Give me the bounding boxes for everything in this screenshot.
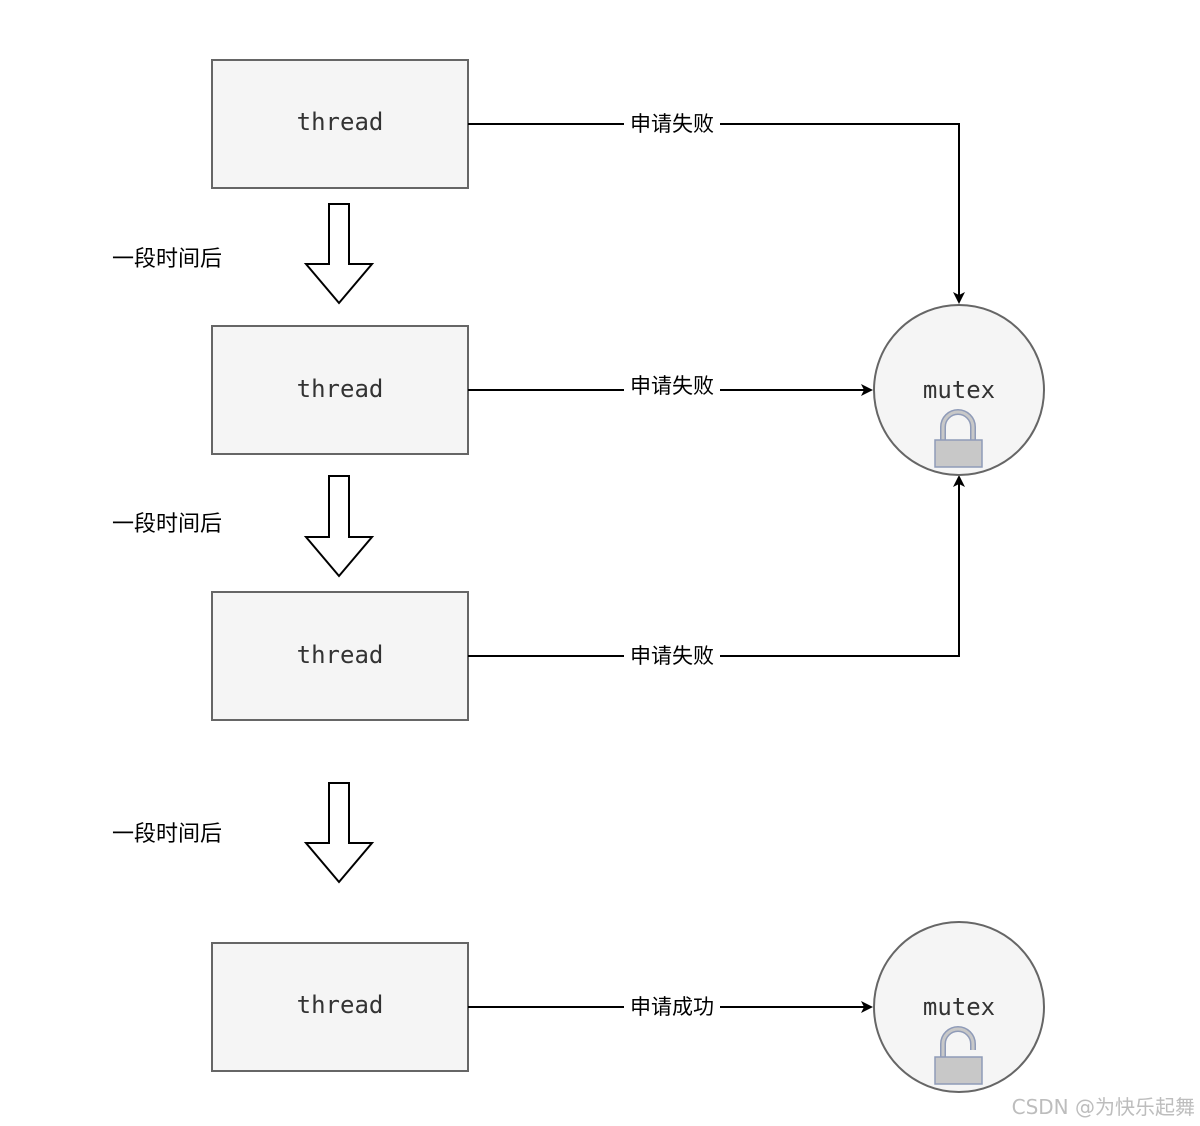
edge-thread1-mutex (468, 123, 965, 304)
mutex-node-unlocked: mutex (873, 921, 1045, 1093)
down-arrow-icon (303, 203, 375, 305)
unlock-icon (934, 1026, 983, 1085)
transition-label: 一段时间后 (112, 822, 222, 847)
transition-label: 一段时间后 (112, 512, 222, 537)
thread-label: thread (297, 641, 384, 669)
thread-box-1: thread (211, 59, 469, 189)
edge-label: 申请成功 (630, 995, 714, 1019)
thread-box-3: thread (211, 591, 469, 721)
mutex-node-locked: mutex (873, 304, 1045, 476)
watermark: CSDN @为快乐起舞 (1012, 1095, 1195, 1119)
edge-label: 申请失败 (630, 112, 714, 136)
thread-label: thread (297, 375, 384, 403)
thread-box-2: thread (211, 325, 469, 455)
down-arrow-icon (303, 475, 375, 578)
edge-label: 申请失败 (630, 374, 714, 398)
down-arrow-icon (303, 782, 375, 884)
thread-box-4: thread (211, 942, 469, 1072)
lock-icon (934, 409, 983, 468)
mutex-label: mutex (923, 376, 995, 404)
mutex-label: mutex (923, 993, 995, 1021)
transition-label: 一段时间后 (112, 247, 222, 272)
edge-label: 申请失败 (630, 644, 714, 668)
thread-label: thread (297, 991, 384, 1019)
edge-thread3-mutex (468, 475, 965, 657)
thread-label: thread (297, 108, 384, 136)
